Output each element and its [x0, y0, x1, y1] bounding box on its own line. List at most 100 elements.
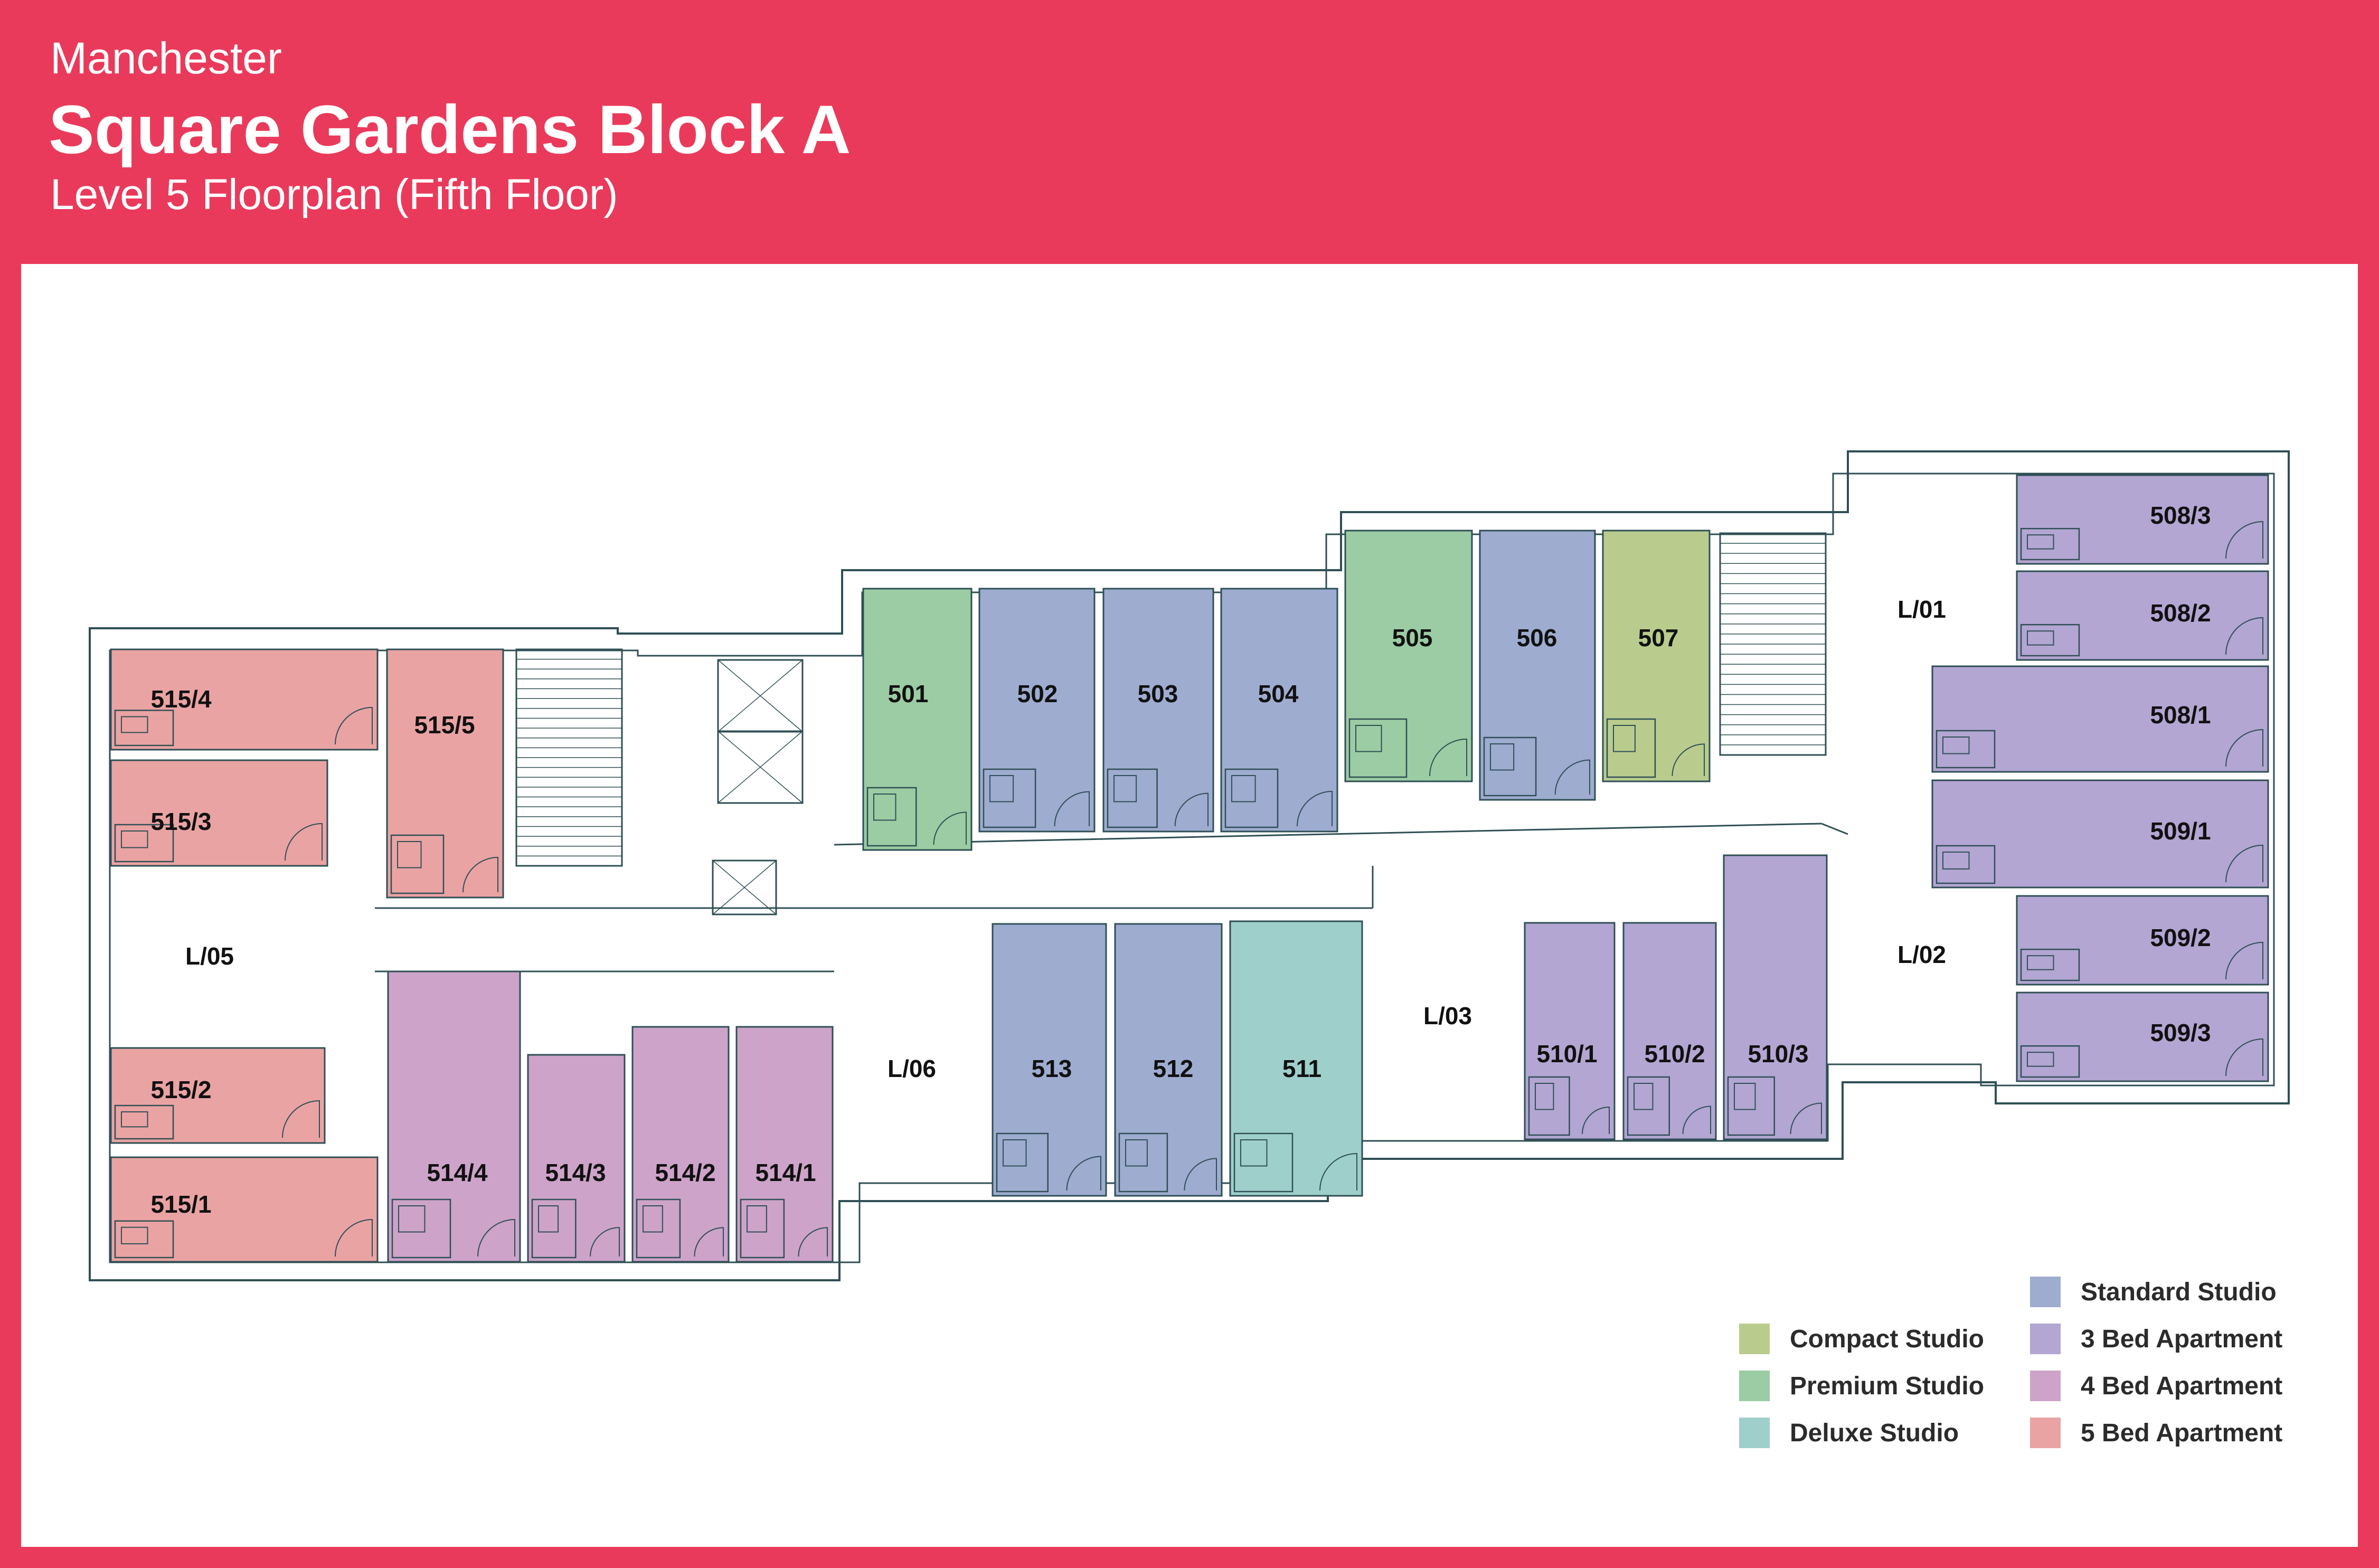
door-swing: [1319, 1153, 1357, 1191]
room-515-4: [110, 648, 379, 751]
floor-subtitle: Level 5 Floorplan (Fifth Floor): [50, 171, 618, 219]
room-label-503: 503: [1138, 680, 1178, 707]
shower-tray: [2027, 1052, 2054, 1067]
bathroom-pod: [1233, 1132, 1294, 1193]
bathroom-pod: [2020, 527, 2080, 561]
legend-label: Deluxe Studio: [1790, 1419, 1959, 1447]
lift-cross: [718, 659, 803, 732]
shower-tray: [1240, 1139, 1268, 1167]
bathroom-pod: [983, 768, 1036, 828]
shower-tray: [2027, 955, 2054, 970]
legend-swatch: [1739, 1418, 1770, 1448]
legend-swatch: [1739, 1371, 1770, 1401]
door-swing: [1682, 1106, 1711, 1135]
legend-swatch: [2030, 1371, 2061, 1401]
room-label-514-2: 514/2: [655, 1159, 715, 1186]
bathroom-pod: [114, 824, 174, 863]
room-label-514-3: 514/3: [545, 1159, 606, 1186]
room-509-1: [1931, 779, 2269, 889]
legend-premium-studio: Premium Studio: [1739, 1371, 1984, 1401]
shower-tray: [747, 1205, 767, 1233]
room-514-4: [387, 970, 521, 1263]
corridor-wall: [834, 823, 1822, 846]
bathroom-pod: [1107, 768, 1158, 828]
door-swing: [1582, 1106, 1610, 1135]
legend-label: 4 Bed Apartment: [2081, 1372, 2283, 1400]
legend-standard-studio: Standard Studio: [2030, 1277, 2277, 1307]
bathroom-pod: [1348, 718, 1408, 778]
bathroom-pod: [114, 1220, 174, 1259]
door-swing: [2225, 844, 2263, 883]
bathroom-pod: [2020, 624, 2080, 657]
door-swing: [285, 823, 323, 861]
door-swing: [477, 1218, 515, 1257]
rooms-layer: [110, 474, 2269, 1263]
bathroom-pod: [531, 1198, 577, 1259]
lift-shaft: [712, 859, 777, 915]
legend-label: Premium Studio: [1790, 1372, 1985, 1400]
bathroom-pod: [390, 834, 445, 894]
lift-cross: [712, 860, 777, 915]
lounge-label-L02: L/02: [1897, 941, 1946, 968]
shower-tray: [1942, 736, 1970, 754]
room-508-2: [2016, 570, 2269, 661]
room-label-512: 512: [1153, 1055, 1194, 1082]
shower-tray: [121, 716, 148, 733]
room-508-1: [1931, 665, 2269, 773]
room-label-513: 513: [1032, 1055, 1072, 1082]
bathroom-pod: [740, 1198, 785, 1259]
room-501: [862, 588, 973, 851]
bathroom-pod: [1483, 736, 1537, 797]
door-swing: [933, 811, 967, 845]
legend-swatch: [2030, 1324, 2061, 1354]
shower-tray: [1113, 775, 1137, 802]
legend-label: Compact Studio: [1790, 1325, 1984, 1353]
shower-tray: [873, 794, 896, 821]
bathroom-pod: [996, 1132, 1049, 1193]
legend: Standard Studio Compact Studio 3 Bed Apa…: [21, 264, 2358, 1547]
bathroom-pod: [114, 1104, 174, 1140]
door-swing: [1672, 743, 1705, 777]
shower-tray: [1355, 725, 1382, 752]
bathroom-pod: [1936, 730, 1996, 769]
bathroom-pod: [1727, 1076, 1775, 1136]
shower-tray: [1734, 1083, 1756, 1110]
shower-tray: [538, 1205, 559, 1233]
door-swing: [1054, 791, 1090, 827]
shower-tray: [643, 1205, 663, 1233]
door-swing: [1184, 1158, 1217, 1191]
shower-tray: [121, 830, 148, 848]
room-label-510-1: 510/1: [1536, 1040, 1597, 1068]
bathroom-pod: [1528, 1076, 1570, 1136]
room-label-508-1: 508/1: [2150, 701, 2211, 729]
shower-tray: [1490, 743, 1515, 771]
legend-label: 3 Bed Apartment: [2081, 1325, 2283, 1353]
room-515-1: [110, 1156, 379, 1263]
shower-tray: [121, 1111, 148, 1128]
room-507: [1602, 530, 1711, 782]
room-label-501: 501: [888, 680, 929, 707]
room-label-505: 505: [1392, 624, 1433, 651]
shower-tray: [1942, 851, 1970, 870]
bathroom-pod: [1936, 845, 1996, 884]
lift-shaft: [717, 730, 804, 804]
bathroom-pod: [1224, 768, 1279, 828]
legend-swatch: [1739, 1324, 1770, 1354]
bathroom-pod: [1606, 718, 1656, 778]
room-label-515-4: 515/4: [150, 685, 212, 713]
room-label-510-3: 510/3: [1748, 1040, 1808, 1068]
room-512: [1114, 923, 1223, 1197]
lift-cross: [718, 731, 803, 804]
room-label-514-4: 514/4: [427, 1159, 488, 1186]
door-swing: [2225, 729, 2263, 767]
door-swing: [798, 1227, 828, 1257]
bathroom-pod: [1118, 1132, 1168, 1193]
room-513: [992, 923, 1107, 1197]
shower-tray: [397, 841, 422, 868]
legend-5-bed-apartment: 5 Bed Apartment: [2030, 1418, 2282, 1448]
legend-swatch: [2030, 1277, 2061, 1307]
room-510-3: [1723, 854, 1828, 1140]
lounge-label-L01: L/01: [1897, 596, 1946, 623]
room-label-514-1: 514/1: [755, 1159, 816, 1186]
